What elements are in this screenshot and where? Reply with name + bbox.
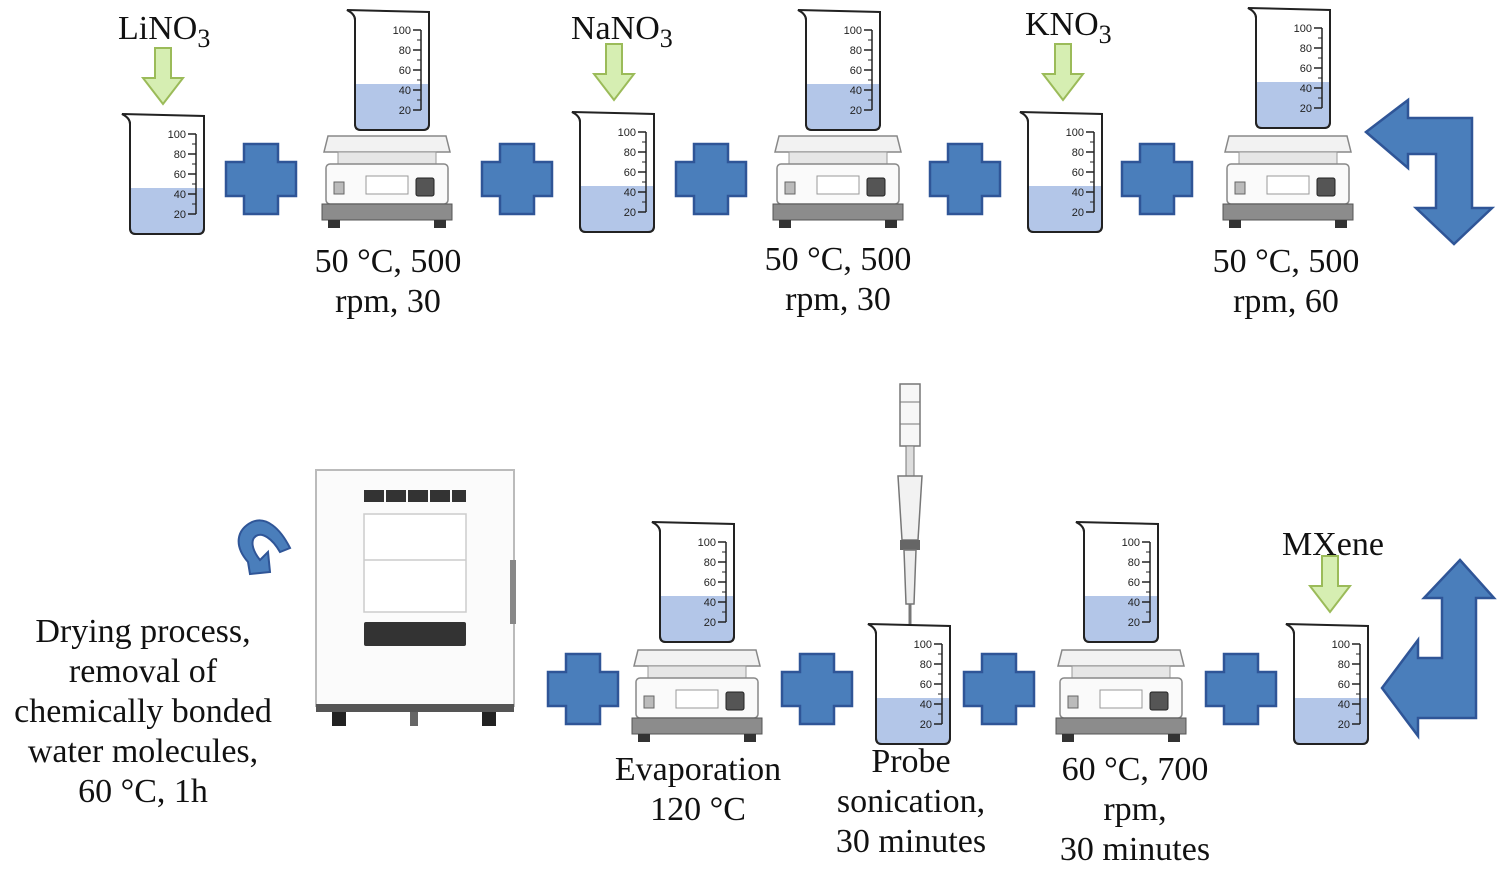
connector-cross [780, 652, 854, 726]
bent-arrow-down-icon [1364, 97, 1496, 246]
beaker-scale-label: 80 [624, 147, 636, 159]
beaker-scale-label: 100 [844, 25, 862, 37]
beaker-scale-label: 40 [850, 85, 862, 97]
beaker-scale-label: 40 [704, 597, 716, 609]
beaker-scale-label: 20 [1338, 719, 1350, 731]
beaker-on-stirrer-2 [797, 9, 881, 131]
beaker-scale-label: 100 [914, 639, 932, 651]
add-kno3-arrow [1042, 43, 1084, 101]
beaker-scale-label: 60 [920, 679, 932, 691]
connector-cross [546, 652, 620, 726]
connector-cross [962, 652, 1036, 726]
beaker-scale-label: 80 [174, 149, 186, 161]
beaker-scale-label: 100 [698, 537, 716, 549]
connector-cross [224, 142, 298, 216]
beaker-scale-label: 100 [1332, 639, 1350, 651]
beaker-nano3 [571, 111, 655, 233]
connector-cross [480, 142, 554, 216]
beaker-scale-label: 80 [704, 557, 716, 569]
connector-cross [928, 142, 1002, 216]
beaker-scale-label: 80 [1300, 43, 1312, 55]
beaker-scale-label: 40 [1338, 699, 1350, 711]
beaker-scale-label: 100 [618, 127, 636, 139]
beaker-scale-label: 20 [1072, 207, 1084, 219]
beaker-scale-label: 60 [1128, 577, 1140, 589]
curved-arrow-icon [237, 519, 292, 576]
beaker-scale-label: 40 [174, 189, 186, 201]
beaker-scale-label: 20 [920, 719, 932, 731]
beaker-scale-label: 40 [399, 85, 411, 97]
drying-oven [315, 469, 516, 726]
hotplate-stirrer-3 [1222, 135, 1354, 229]
beaker-scale-label: 20 [704, 617, 716, 629]
connector-cross [1204, 652, 1278, 726]
beaker-scale-label: 80 [1338, 659, 1350, 671]
hotplate-stirrer-1 [321, 135, 453, 229]
label-kno3: KNO3 [1025, 6, 1112, 49]
beaker-scale-label: 60 [704, 577, 716, 589]
label-lino3: LiNO3 [118, 10, 211, 53]
beaker-scale-label: 40 [1300, 83, 1312, 95]
beaker-scale-label: 80 [1128, 557, 1140, 569]
beaker-scale-label: 60 [1300, 63, 1312, 75]
beaker-kno3 [1019, 111, 1103, 233]
beaker-scale-label: 60 [1072, 167, 1084, 179]
add-mxene-arrow [1309, 555, 1351, 613]
beaker-scale-label: 80 [1072, 147, 1084, 159]
beaker-scale-label: 100 [168, 129, 186, 141]
beaker-scale-label: 20 [624, 207, 636, 219]
beaker-scale-label: 80 [920, 659, 932, 671]
beaker-on-stirrer-1 [346, 9, 430, 131]
beaker-on-stirrer-5 [651, 521, 735, 643]
beaker-scale-label: 20 [1128, 617, 1140, 629]
hotplate-stirrer-4 [1055, 649, 1187, 743]
beaker-scale-label: 40 [920, 699, 932, 711]
beaker-scale-label: 20 [850, 105, 862, 117]
beaker-scale-label: 60 [399, 65, 411, 77]
beaker-scale-label: 60 [174, 169, 186, 181]
beaker-lino3 [121, 113, 205, 235]
beaker-scale-label: 20 [174, 209, 186, 221]
beaker-on-stirrer-4 [1075, 521, 1159, 643]
beaker-scale-label: 100 [393, 25, 411, 37]
label-nano3: NaNO3 [571, 10, 673, 53]
connector-cross [1120, 142, 1194, 216]
hotplate-stirrer-5 [631, 649, 763, 743]
beaker-scale-label: 60 [850, 65, 862, 77]
beaker-scale-label: 20 [1300, 103, 1312, 115]
beaker-scale-label: 100 [1294, 23, 1312, 35]
beaker-mxene [1285, 623, 1369, 745]
beaker-scale-label: 100 [1122, 537, 1140, 549]
beaker-scale-label: 100 [1066, 127, 1084, 139]
beaker-scale-label: 40 [1072, 187, 1084, 199]
beaker-scale-label: 40 [1128, 597, 1140, 609]
beaker-scale-label: 20 [399, 105, 411, 117]
beaker-scale-label: 80 [399, 45, 411, 57]
probe-sonicator [897, 383, 923, 660]
beaker-scale-label: 60 [624, 167, 636, 179]
beaker-scale-label: 80 [850, 45, 862, 57]
add-lino3-arrow [142, 47, 184, 105]
beaker-sonication [867, 623, 951, 745]
bent-arrow-up-icon [1380, 558, 1497, 740]
beaker-scale-label: 60 [1338, 679, 1350, 691]
label-mxene: MXene [1282, 526, 1384, 563]
beaker-on-stirrer-3 [1247, 7, 1331, 129]
connector-cross [674, 142, 748, 216]
hotplate-stirrer-2 [772, 135, 904, 229]
beaker-scale-label: 40 [624, 187, 636, 199]
